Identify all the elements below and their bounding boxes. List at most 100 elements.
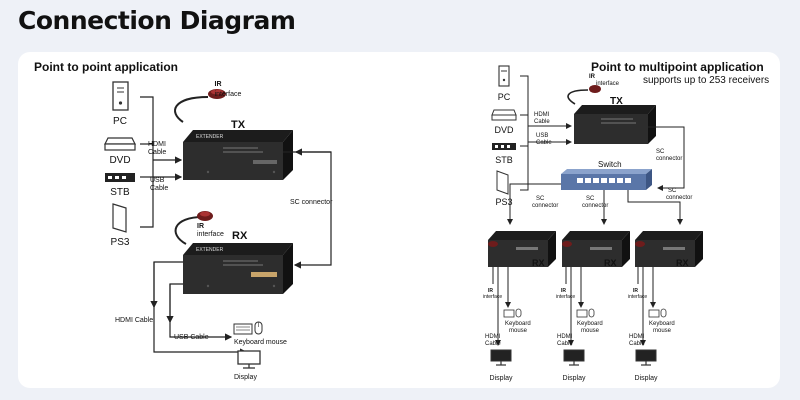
ptp-heading: Point to point application <box>34 60 178 74</box>
svg-text:SC connector: SC connector <box>582 196 608 209</box>
mp-rx3-ir-sub: interface <box>628 294 647 300</box>
page-title: Connection Diagram <box>18 6 296 35</box>
ptmp-subheading: supports up to 253 receivers <box>643 75 770 86</box>
hdmi-cable-label-1: HDMI <box>148 141 166 148</box>
dvd-icon <box>104 137 136 151</box>
ps3-icon-mp <box>496 170 509 195</box>
stb-icon <box>105 173 135 182</box>
ir-receiver-icon-rx <box>174 211 213 245</box>
ir-sub-rx: interface <box>197 231 224 238</box>
mp-rx2-ir-sub: interface <box>556 294 575 300</box>
mp-rx1-ir: IR <box>488 288 493 294</box>
svg-text:SC connector: SC connector <box>666 188 692 201</box>
mp-rx3-keyboard-mouse-icon <box>648 308 667 318</box>
mp-rx1-display-icon <box>490 349 512 366</box>
mp-rx3-display-label: Display <box>635 375 658 382</box>
hdmi-cable-label-rx: HDMI Cable <box>115 317 153 324</box>
source-label-stb: STB <box>110 187 130 198</box>
mp-sc-2: connector <box>656 156 682 162</box>
mp-rx-label-3: RX <box>676 258 689 268</box>
mp-rx3-km-1: Keyboard <box>649 321 675 327</box>
mp-sc-c-2: connector <box>666 195 692 201</box>
network-switch-icon <box>561 169 652 190</box>
mp-sc-c-1: SC <box>668 188 677 194</box>
mp-sc-a-2: connector <box>532 203 558 209</box>
mp-rx-label-1: RX <box>532 258 545 268</box>
mp-sc-1: SC <box>656 149 665 155</box>
svg-text:SC connector: SC connector <box>656 149 682 162</box>
pc-icon <box>112 81 129 111</box>
svg-text:SC connector: SC connector <box>532 196 558 209</box>
ptmp-heading: Point to multipoint application <box>591 60 764 74</box>
ir-label-rx: IR <box>197 223 204 230</box>
source-label-dvd: DVD <box>109 155 130 166</box>
hdmi-cable-label-2: Cable <box>148 149 166 156</box>
svg-text:HDMI Cable: HDMI Cable <box>557 334 574 347</box>
usb-cable-label-2: Cable <box>150 185 168 192</box>
mp-rx2-km-2: mouse <box>581 328 600 334</box>
mp-rx1-hdmi-2: Cable <box>485 341 501 347</box>
ir-sub-tx: interface <box>215 91 242 98</box>
mp-usb-1: USB <box>536 133 548 139</box>
mp-rx1-km-1: Keyboard <box>505 321 531 327</box>
mp-rx1-display-label: Display <box>490 375 513 382</box>
mp-ir-label: IR <box>589 74 596 80</box>
mp-sc-a-1: SC <box>536 196 545 202</box>
ps3-icon <box>112 203 127 233</box>
mp-rx2-km-1: Keyboard <box>577 321 603 327</box>
mp-rx2-display-icon <box>563 349 585 366</box>
tx-brand: EXTENDER <box>196 134 224 140</box>
pc-icon-mp <box>498 65 510 87</box>
display-label: Display <box>234 374 257 381</box>
stb-icon-mp <box>492 143 516 150</box>
mp-rx3-hdmi-2: Cable <box>629 341 645 347</box>
source-label-ps3: PS3 <box>111 237 130 248</box>
mp-source-pc: PC <box>498 92 511 102</box>
mp-rx3-hdmi-1: HDMI <box>629 334 645 340</box>
usb-cable-label-rx: USB Cable <box>174 334 209 341</box>
mp-hdmi-1: HDMI <box>534 112 550 118</box>
dvd-icon-mp <box>491 109 517 121</box>
svg-text:Keyboard mouse: Keyboard mouse <box>649 321 676 334</box>
svg-text:HDMI Cable: HDMI Cable <box>534 112 551 125</box>
mp-rx3-display-icon <box>635 349 657 366</box>
mp-rx-device-2 <box>562 231 630 267</box>
ir-label-tx: IR <box>215 81 222 88</box>
mp-tx-label: TX <box>610 96 623 107</box>
tx-label: TX <box>231 119 246 131</box>
usb-cable-label-1: USB <box>150 177 165 184</box>
mp-rx2-ir: IR <box>561 288 566 294</box>
rx-label: RX <box>232 230 248 242</box>
mp-rx-label-2: RX <box>604 258 617 268</box>
svg-text:Keyboard mouse: Keyboard mouse <box>577 321 604 334</box>
mp-source-dvd: DVD <box>494 125 514 135</box>
mp-tx-device <box>574 105 656 144</box>
mp-rx2-display-label: Display <box>563 375 586 382</box>
ptp-diagram: PC DVD STB PS3 HDMI Cable <box>104 81 333 381</box>
sc-connector-label: SC connector <box>290 199 333 206</box>
switch-label: Switch <box>598 160 622 169</box>
mp-rx3-ir: IR <box>633 288 638 294</box>
rx-brand: EXTENDER <box>196 247 224 253</box>
mp-sc-b-1: SC <box>586 196 595 202</box>
mp-rx1-keyboard-mouse-icon <box>503 308 522 318</box>
display-icon <box>237 350 261 369</box>
ir-receiver-icon <box>174 89 226 123</box>
tx-device: EXTENDER <box>183 130 293 180</box>
rx-device: EXTENDER <box>183 243 293 294</box>
mp-rx1-hdmi-1: HDMI <box>485 334 501 340</box>
mp-source-ps3: PS3 <box>495 197 512 207</box>
svg-text:Keyboard mouse: Keyboard mouse <box>505 321 532 334</box>
mp-rx1-ir-sub: interface <box>483 294 502 300</box>
mp-rx2-keyboard-mouse-icon <box>576 308 595 318</box>
mp-ir-sub: interface <box>596 81 620 87</box>
mp-sc-b-2: connector <box>582 203 608 209</box>
keyboard-mouse-label: Keyboard mouse <box>234 339 287 346</box>
mp-rx2-hdmi-2: Cable <box>557 341 573 347</box>
mp-source-stb: STB <box>495 155 513 165</box>
svg-text:HDMI Cable: HDMI Cable <box>148 141 168 156</box>
mp-rx2-hdmi-1: HDMI <box>557 334 573 340</box>
svg-text:HDMI Cable: HDMI Cable <box>485 334 502 347</box>
mp-ir-receiver-icon <box>567 85 601 105</box>
source-label-pc: PC <box>113 116 127 127</box>
